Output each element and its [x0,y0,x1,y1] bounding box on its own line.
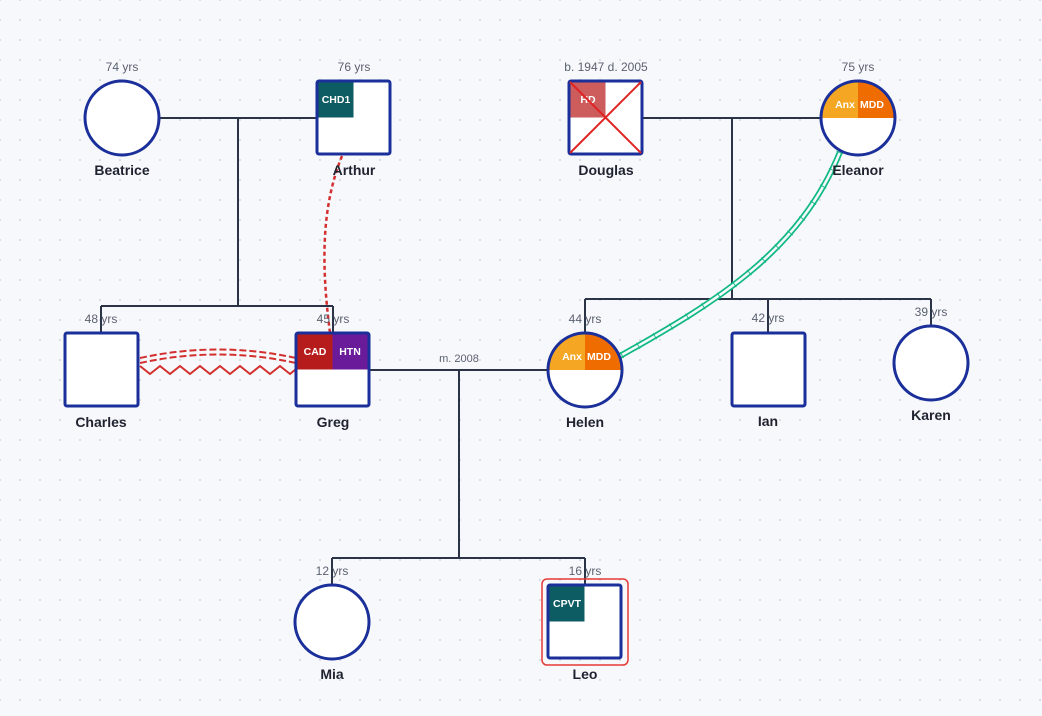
individual-charles[interactable]: 48 yrs Charles [63,312,140,430]
condition-anx-label: Anx [562,351,582,363]
name-label: Eleanor [832,162,884,178]
age-label: 12 yrs [316,564,349,578]
name-label: Helen [566,414,604,430]
female-symbol [83,79,161,157]
condition-chd1-block [318,82,354,118]
individual-karen[interactable]: 39 yrs Karen [892,305,970,423]
name-label: Douglas [578,162,633,178]
condition-cad-label: CAD [304,346,327,358]
name-label: Karen [911,407,951,423]
age-label: 42 yrs [752,311,785,325]
individual-douglas[interactable]: HD b. 1947 d. 2005 Douglas [564,60,648,178]
condition-mdd-label: MDD [587,351,611,363]
union-label-greg-helen: m. 2008 [439,353,479,365]
age-label: b. 1947 d. 2005 [564,60,648,74]
female-symbol [293,583,371,661]
age-label: 76 yrs [338,60,371,74]
age-label: 74 yrs [106,60,139,74]
relationship-line-charles-greg[interactable] [139,348,297,376]
name-label: Ian [758,413,778,429]
name-label: Leo [573,666,598,682]
relationship-line-arthur-greg[interactable] [323,155,344,334]
female-symbol [892,324,970,402]
proband-highlight [541,578,629,666]
condition-cad-block [297,334,333,370]
family-lines [100,117,932,585]
age-label: 39 yrs [915,305,948,319]
condition-htn-block [332,334,368,370]
individual-arthur[interactable]: CHD1 76 yrs Arthur [315,60,392,178]
condition-mdd-label: MDD [860,99,884,111]
name-label: Charles [75,414,127,430]
age-label: 44 yrs [569,312,602,326]
name-label: Greg [317,414,350,430]
age-label: 16 yrs [569,564,602,578]
condition-chd1-label: CHD1 [322,94,351,106]
individual-beatrice[interactable]: 74 yrs Beatrice [83,60,161,178]
name-label: Arthur [333,162,376,178]
age-label: 48 yrs [85,312,118,326]
age-label: 75 yrs [842,60,875,74]
male-symbol [730,331,807,408]
condition-cpvt-block [549,586,585,622]
individual-leo[interactable]: CPVT 16 yrs Leo [541,564,629,682]
age-label: 45 yrs [317,312,350,326]
individual-mia[interactable]: 12 yrs Mia [293,564,371,682]
condition-anx-label: Anx [835,99,855,111]
condition-htn-label: HTN [339,346,361,358]
individual-greg[interactable]: CAD HTN 45 yrs Greg [294,312,371,430]
male-symbol [63,331,140,408]
individual-ian[interactable]: 42 yrs Ian [730,311,807,429]
name-label: Mia [320,666,344,682]
condition-cpvt-label: CPVT [553,598,582,610]
relationship-line-eleanor-helen[interactable] [618,150,844,360]
deceased-cross-line [569,81,642,154]
name-label: Beatrice [94,162,149,178]
individual-eleanor[interactable]: Anx MDD 75 yrs Eleanor [819,60,897,178]
